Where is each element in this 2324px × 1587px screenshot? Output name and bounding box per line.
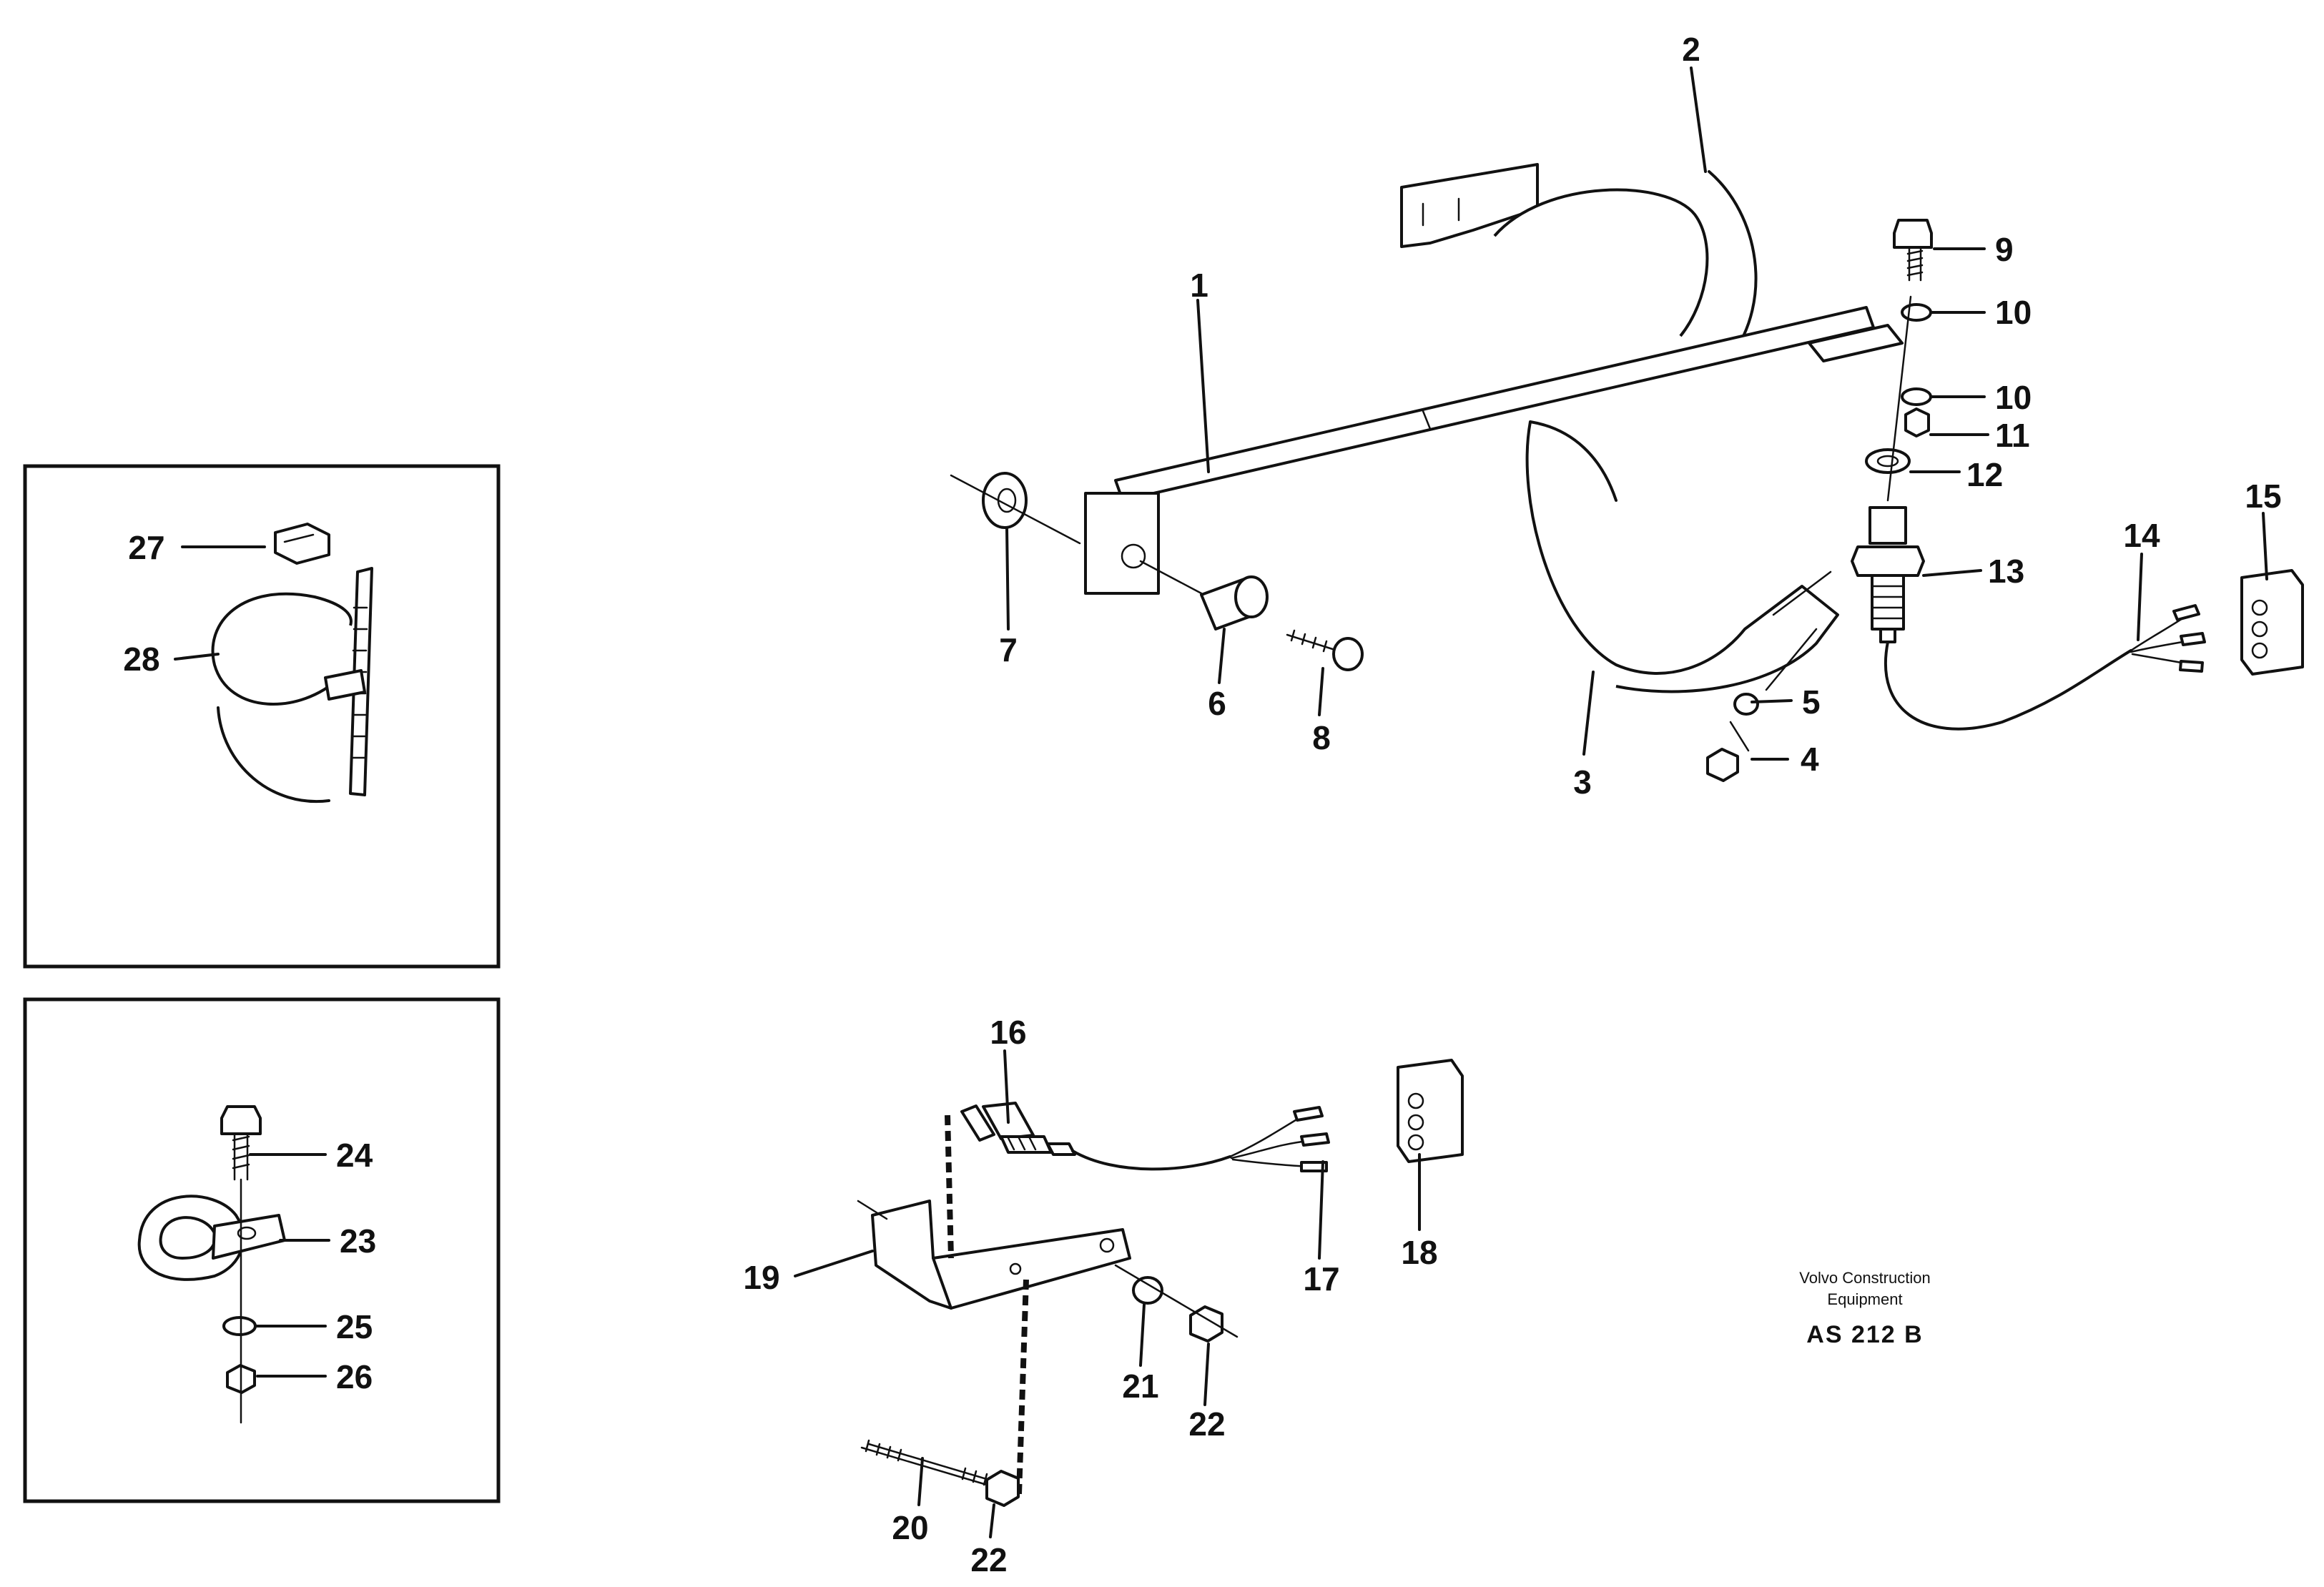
label-1: 1 — [1190, 267, 1208, 304]
label-8: 8 — [1312, 719, 1331, 756]
label-13: 13 — [1988, 553, 2024, 590]
label-11: 11 — [1995, 417, 2030, 454]
label-17: 17 — [1303, 1260, 1339, 1297]
bolt-24 — [220, 1105, 262, 1181]
nut-11 — [1904, 407, 1930, 437]
callout-labels: 1 2 3 4 5 6 7 8 9 10 10 11 12 13 14 15 1… — [123, 31, 2281, 1578]
washer-5 — [1733, 693, 1759, 716]
label-22-right: 22 — [1188, 1405, 1225, 1443]
washer-10-upper — [1901, 303, 1932, 322]
cable-tie-28 — [211, 567, 373, 804]
inset-frame-clamp — [23, 997, 501, 1503]
label-2: 2 — [1682, 31, 1700, 68]
band-clamp-3 — [1525, 420, 1839, 693]
sensor-16-cable — [1071, 1150, 1231, 1171]
washer-12 — [1865, 448, 1911, 474]
label-26: 26 — [336, 1358, 373, 1395]
sensor-cable — [1884, 641, 2132, 731]
inset-frame-cable-tie — [23, 464, 501, 969]
label-21: 21 — [1122, 1368, 1158, 1405]
label-16: 16 — [990, 1014, 1026, 1051]
sensor-16 — [960, 1102, 1076, 1156]
bolt-4 — [1706, 721, 1750, 782]
washer-10-lower — [1901, 387, 1932, 406]
bolt-9 — [1893, 219, 1933, 282]
label-28: 28 — [123, 641, 159, 678]
wires-14 — [2129, 604, 2206, 673]
label-20: 20 — [892, 1509, 928, 1546]
label-14: 14 — [2123, 517, 2160, 554]
label-23: 23 — [340, 1222, 376, 1260]
label-18: 18 — [1401, 1234, 1437, 1271]
label-3: 3 — [1573, 763, 1592, 801]
nut-22-bottom — [985, 1470, 1020, 1507]
washer-21 — [1132, 1276, 1163, 1305]
label-7: 7 — [999, 631, 1018, 668]
sensor-13 — [1851, 506, 1925, 643]
label-4: 4 — [1801, 741, 1819, 778]
label-24: 24 — [336, 1137, 373, 1174]
caption: Volvo Construction Equipment AS 212 B — [1799, 1269, 1930, 1348]
label-25: 25 — [336, 1308, 373, 1345]
label-15: 15 — [2245, 478, 2281, 515]
label-10-lower: 10 — [1995, 379, 2032, 416]
clamp-23 — [137, 1195, 286, 1281]
bushing-6 — [1200, 575, 1269, 631]
leader-lines — [174, 66, 2268, 1538]
label-22-bottom: 22 — [970, 1541, 1007, 1578]
label-9: 9 — [1995, 231, 2014, 268]
bracket-2 — [1400, 163, 1758, 359]
rod-1 — [1084, 306, 1904, 595]
label-12: 12 — [1966, 456, 2003, 493]
stud-20 — [860, 1439, 1003, 1488]
dashed-line-lower — [1016, 1279, 1029, 1495]
label-5: 5 — [1802, 683, 1821, 721]
connector-15 — [2240, 569, 2304, 676]
dashed-line-upper — [945, 1114, 954, 1259]
label-10-upper: 10 — [1995, 294, 2032, 331]
caption-company-line1: Volvo Construction — [1799, 1269, 1930, 1287]
label-19: 19 — [743, 1259, 779, 1296]
caption-drawing-code: AS 212 B — [1806, 1321, 1923, 1348]
label-6: 6 — [1208, 685, 1226, 722]
label-27: 27 — [128, 529, 164, 566]
washer-25 — [222, 1316, 257, 1336]
nut-22-right — [1189, 1305, 1223, 1343]
caption-company-line2: Equipment — [1827, 1290, 1902, 1308]
washer-7 — [982, 472, 1028, 529]
connector-18 — [1397, 1059, 1464, 1163]
wires-17 — [1229, 1106, 1330, 1172]
screw-8 — [1286, 629, 1364, 671]
bracket-19 — [857, 1200, 1131, 1310]
cable-clip-27 — [274, 523, 330, 565]
